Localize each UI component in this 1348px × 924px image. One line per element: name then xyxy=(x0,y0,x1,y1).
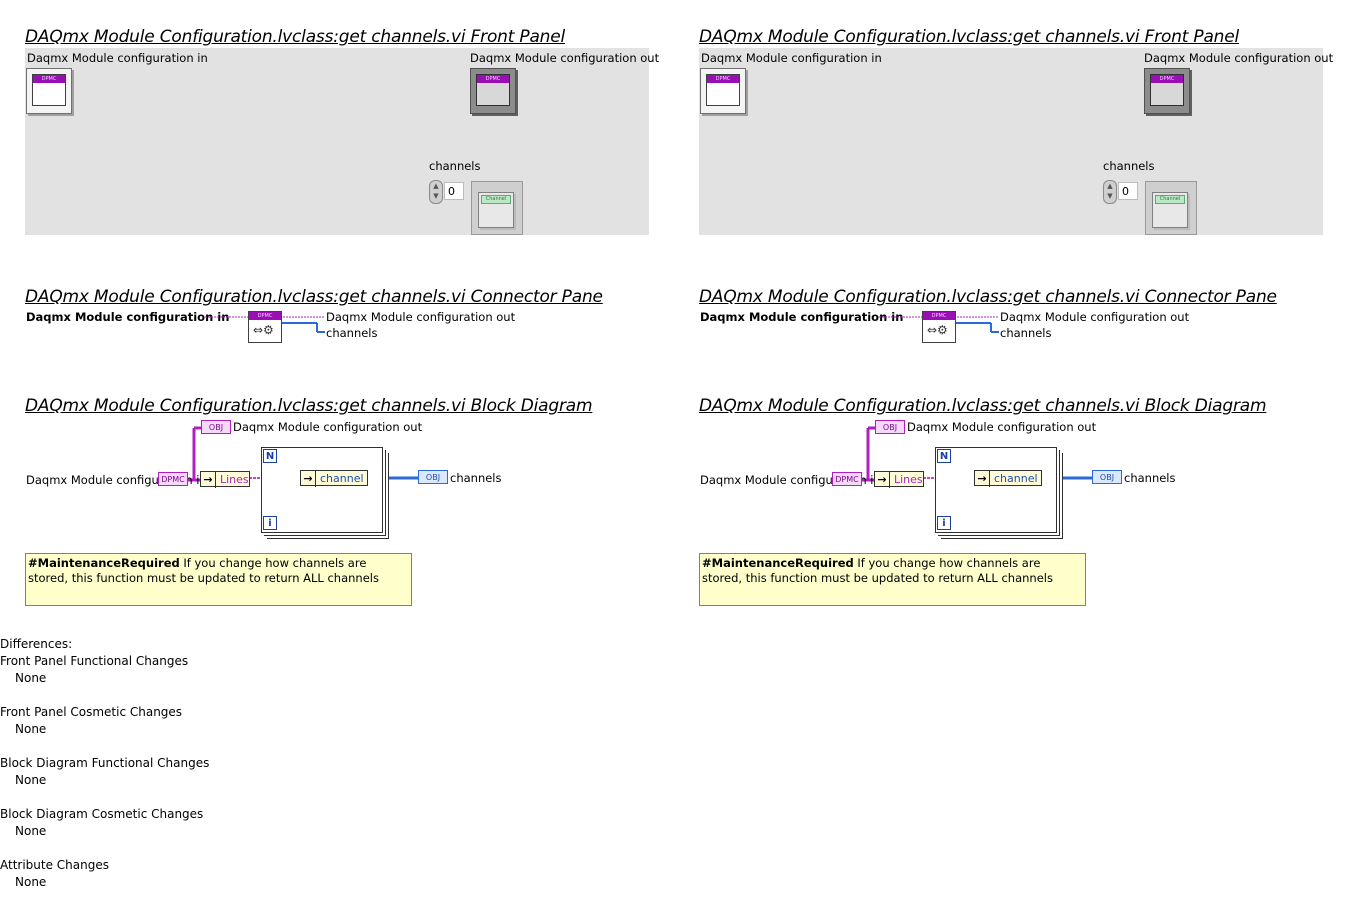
for-loop[interactable]: N i → channel xyxy=(935,447,1057,533)
cp-output-label: Daqmx Module configuration out xyxy=(326,310,516,324)
front-panel-title: DAQmx Module Configuration.lvclass:get c… xyxy=(25,27,566,47)
bd-output-label: Daqmx Module configuration out xyxy=(233,420,423,434)
note-text: If you change how channels are stored, t… xyxy=(702,556,1053,585)
cp-wires xyxy=(205,316,325,333)
channel-tag: Channel xyxy=(1155,195,1185,204)
class-tag: DPMC xyxy=(477,75,509,83)
inner-field: channel xyxy=(320,472,364,485)
front-panel-title: DAQmx Module Configuration.lvclass:get c… xyxy=(699,27,1240,47)
cp-wires xyxy=(879,316,999,333)
array-index-value[interactable]: 0 xyxy=(1118,182,1138,200)
maintenance-note: #MaintenanceRequired If you change how c… xyxy=(25,553,412,606)
unbundle-by-name-node[interactable]: → Lines xyxy=(874,471,924,488)
vi-icon[interactable]: DPMC ⇔⚙ xyxy=(248,311,282,343)
diff-heading: Attribute Changes xyxy=(0,858,109,872)
unbundle-field: Lines xyxy=(220,473,249,486)
channels-array-indicator[interactable]: Channel xyxy=(1145,181,1197,235)
cp-output-label: Daqmx Module configuration out xyxy=(1000,310,1190,324)
wrench-icon: ⇔⚙ xyxy=(927,323,948,337)
cp-channels-label: channels xyxy=(1000,326,1052,340)
dpmc-input-terminal[interactable]: DPMC xyxy=(158,472,188,486)
cp-channels-label: channels xyxy=(326,326,378,340)
loop-iteration-terminal[interactable]: i xyxy=(263,516,277,530)
arrow-right-icon: → xyxy=(301,471,316,487)
channels-array-indicator[interactable]: Channel xyxy=(471,181,523,235)
vi-panel-left: DAQmx Module Configuration.lvclass:get c… xyxy=(25,0,665,620)
obj-channels-terminal[interactable]: OBJ xyxy=(1092,470,1122,484)
wrench-icon: ⇔⚙ xyxy=(253,323,274,337)
array-index-display[interactable]: ▲▼ 0 xyxy=(1103,180,1139,204)
class-output-indicator[interactable]: DPMC xyxy=(1144,68,1190,114)
arrow-right-icon: → xyxy=(975,471,990,487)
diff-heading: Front Panel Cosmetic Changes xyxy=(0,705,183,719)
class-tag: DPMC xyxy=(707,75,739,83)
loop-count-terminal[interactable]: N xyxy=(263,449,277,463)
inner-unbundle-node[interactable]: → channel xyxy=(300,470,368,487)
cp-input-label: Daqmx Module configuration in xyxy=(26,310,230,324)
output-indicator-label: Daqmx Module configuration out xyxy=(1144,51,1334,65)
diff-heading: Front Panel Functional Changes xyxy=(0,654,189,668)
note-tag: #MaintenanceRequired xyxy=(702,556,854,570)
differences-section: Differences: Front Panel Functional Chan… xyxy=(0,636,400,891)
spin-arrows-icon[interactable]: ▲▼ xyxy=(429,180,443,204)
front-panel: Daqmx Module configuration in DPMC Daqmx… xyxy=(699,48,1333,235)
diff-heading: Block Diagram Functional Changes xyxy=(0,756,210,770)
array-index-display[interactable]: ▲▼ 0 xyxy=(429,180,465,204)
block-diagram-title: DAQmx Module Configuration.lvclass:get c… xyxy=(699,396,1267,416)
dpmc-input-terminal[interactable]: DPMC xyxy=(832,472,862,486)
array-index-value[interactable]: 0 xyxy=(444,182,464,200)
class-input-control[interactable]: DPMC xyxy=(26,68,72,114)
bd-channels-label: channels xyxy=(450,471,502,485)
obj-output-terminal[interactable]: OBJ xyxy=(875,420,905,434)
spin-arrows-icon[interactable]: ▲▼ xyxy=(1103,180,1117,204)
vi-icon[interactable]: DPMC ⇔⚙ xyxy=(922,311,956,343)
block-diagram-title: DAQmx Module Configuration.lvclass:get c… xyxy=(25,396,593,416)
cp-input-label: Daqmx Module configuration in xyxy=(700,310,904,324)
maintenance-note: #MaintenanceRequired If you change how c… xyxy=(699,553,1086,606)
vi-panel-right: DAQmx Module Configuration.lvclass:get c… xyxy=(699,0,1339,620)
arrow-right-icon: → xyxy=(201,472,216,488)
note-tag: #MaintenanceRequired xyxy=(28,556,180,570)
for-loop[interactable]: N i → channel xyxy=(261,447,383,533)
diff-value: None xyxy=(15,671,47,685)
inner-unbundle-node[interactable]: → channel xyxy=(974,470,1042,487)
arrow-right-icon: → xyxy=(875,472,890,488)
class-tag: DPMC xyxy=(1151,75,1183,83)
input-control-label: Daqmx Module configuration in xyxy=(701,51,882,65)
differences-title: Differences: xyxy=(0,637,73,651)
channel-tag: Channel xyxy=(481,195,511,204)
class-tag: DPMC xyxy=(33,75,65,83)
bd-channels-label: channels xyxy=(1124,471,1176,485)
channels-label: channels xyxy=(429,159,481,173)
diff-value: None xyxy=(15,773,47,787)
diff-value: None xyxy=(15,824,47,838)
inner-field: channel xyxy=(994,472,1038,485)
connector-pane-title: DAQmx Module Configuration.lvclass:get c… xyxy=(699,287,1277,307)
bd-output-label: Daqmx Module configuration out xyxy=(907,420,1097,434)
front-panel: Daqmx Module configuration in DPMC Daqmx… xyxy=(25,48,659,235)
connector-pane-title: DAQmx Module Configuration.lvclass:get c… xyxy=(25,287,603,307)
unbundle-by-name-node[interactable]: → Lines xyxy=(200,471,250,488)
diff-value: None xyxy=(15,875,47,889)
output-indicator-label: Daqmx Module configuration out xyxy=(470,51,660,65)
obj-output-terminal[interactable]: OBJ xyxy=(201,420,231,434)
obj-channels-terminal[interactable]: OBJ xyxy=(418,470,448,484)
loop-count-terminal[interactable]: N xyxy=(937,449,951,463)
class-input-control[interactable]: DPMC xyxy=(700,68,746,114)
icon-tag: DPMC xyxy=(923,312,955,320)
icon-tag: DPMC xyxy=(249,312,281,320)
diff-value: None xyxy=(15,722,47,736)
input-control-label: Daqmx Module configuration in xyxy=(27,51,208,65)
note-text: If you change how channels are stored, t… xyxy=(28,556,379,585)
loop-iteration-terminal[interactable]: i xyxy=(937,516,951,530)
diff-heading: Block Diagram Cosmetic Changes xyxy=(0,807,204,821)
class-output-indicator[interactable]: DPMC xyxy=(470,68,516,114)
channels-label: channels xyxy=(1103,159,1155,173)
unbundle-field: Lines xyxy=(894,473,923,486)
